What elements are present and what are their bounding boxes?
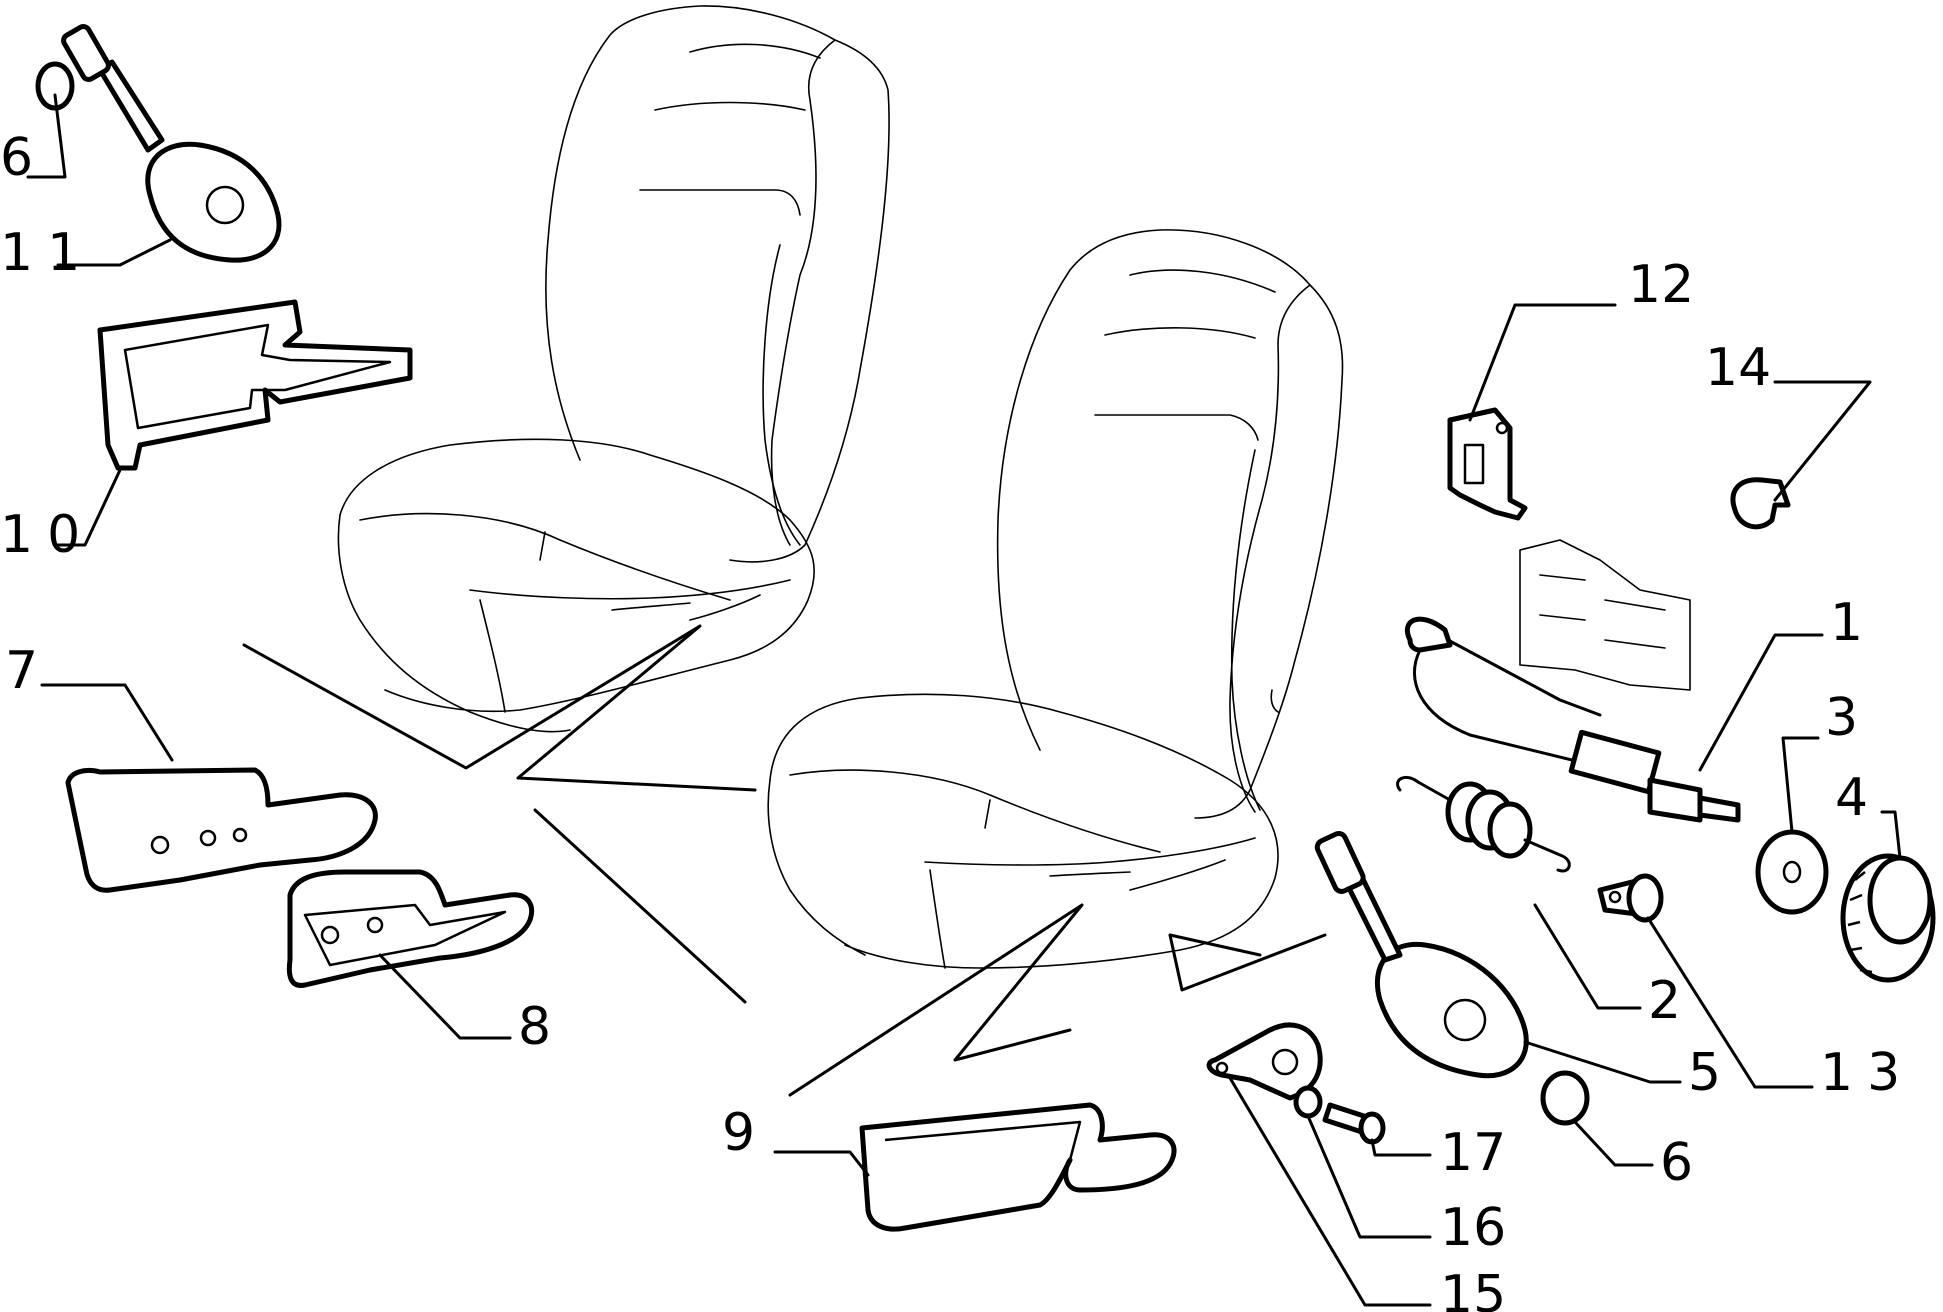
part-3-washer — [1755, 829, 1829, 915]
callout-10: 10 — [0, 505, 94, 565]
part-16-washer — [1293, 1085, 1323, 1119]
part-14-clip — [1730, 477, 1791, 530]
part-2-spring — [1396, 776, 1571, 873]
part-17-bolt — [1322, 1102, 1386, 1145]
callout-8: 8 — [518, 997, 551, 1057]
callout-13: 13 — [1820, 1043, 1914, 1103]
seat-left — [337, 5, 890, 733]
callout-6-left: 6 — [0, 128, 33, 188]
callout-14: 14 — [1705, 338, 1771, 398]
callout-5: 5 — [1688, 1043, 1721, 1103]
callout-7: 7 — [5, 641, 38, 701]
part-13-pin — [1597, 873, 1664, 923]
part-10-cover — [97, 299, 413, 471]
callout-2: 2 — [1648, 971, 1681, 1031]
leader-lines — [26, 93, 1902, 1307]
callout-15: 15 — [1440, 1265, 1506, 1312]
part-11-lever — [35, 24, 282, 263]
part-1-cable-assembly — [1405, 539, 1741, 823]
seat-right — [767, 229, 1344, 969]
callout-12: 12 — [1628, 255, 1694, 315]
part-9-trim — [859, 1102, 1177, 1232]
callout-17: 17 — [1440, 1123, 1506, 1183]
callout-11: 11 — [0, 223, 94, 283]
callout-16: 16 — [1440, 1198, 1506, 1258]
part-5-lever — [1314, 830, 1529, 1079]
callout-3: 3 — [1825, 688, 1858, 748]
callout-1: 1 — [1830, 593, 1863, 653]
part-7-trim — [65, 767, 378, 893]
part-6-plug — [1540, 1070, 1590, 1126]
callout-labels: 6 11 10 7 8 9 12 14 1 3 4 2 5 13 6 17 16… — [0, 128, 1914, 1312]
part-4-knob — [1840, 853, 1936, 983]
part-15-cam — [1206, 1022, 1323, 1101]
callout-9: 9 — [722, 1103, 755, 1163]
guide-lines — [242, 624, 1327, 1097]
callout-6-right: 6 — [1660, 1133, 1693, 1193]
part-12-bracket — [1447, 407, 1528, 521]
part-8-trim — [286, 869, 535, 988]
callout-4: 4 — [1835, 768, 1868, 828]
